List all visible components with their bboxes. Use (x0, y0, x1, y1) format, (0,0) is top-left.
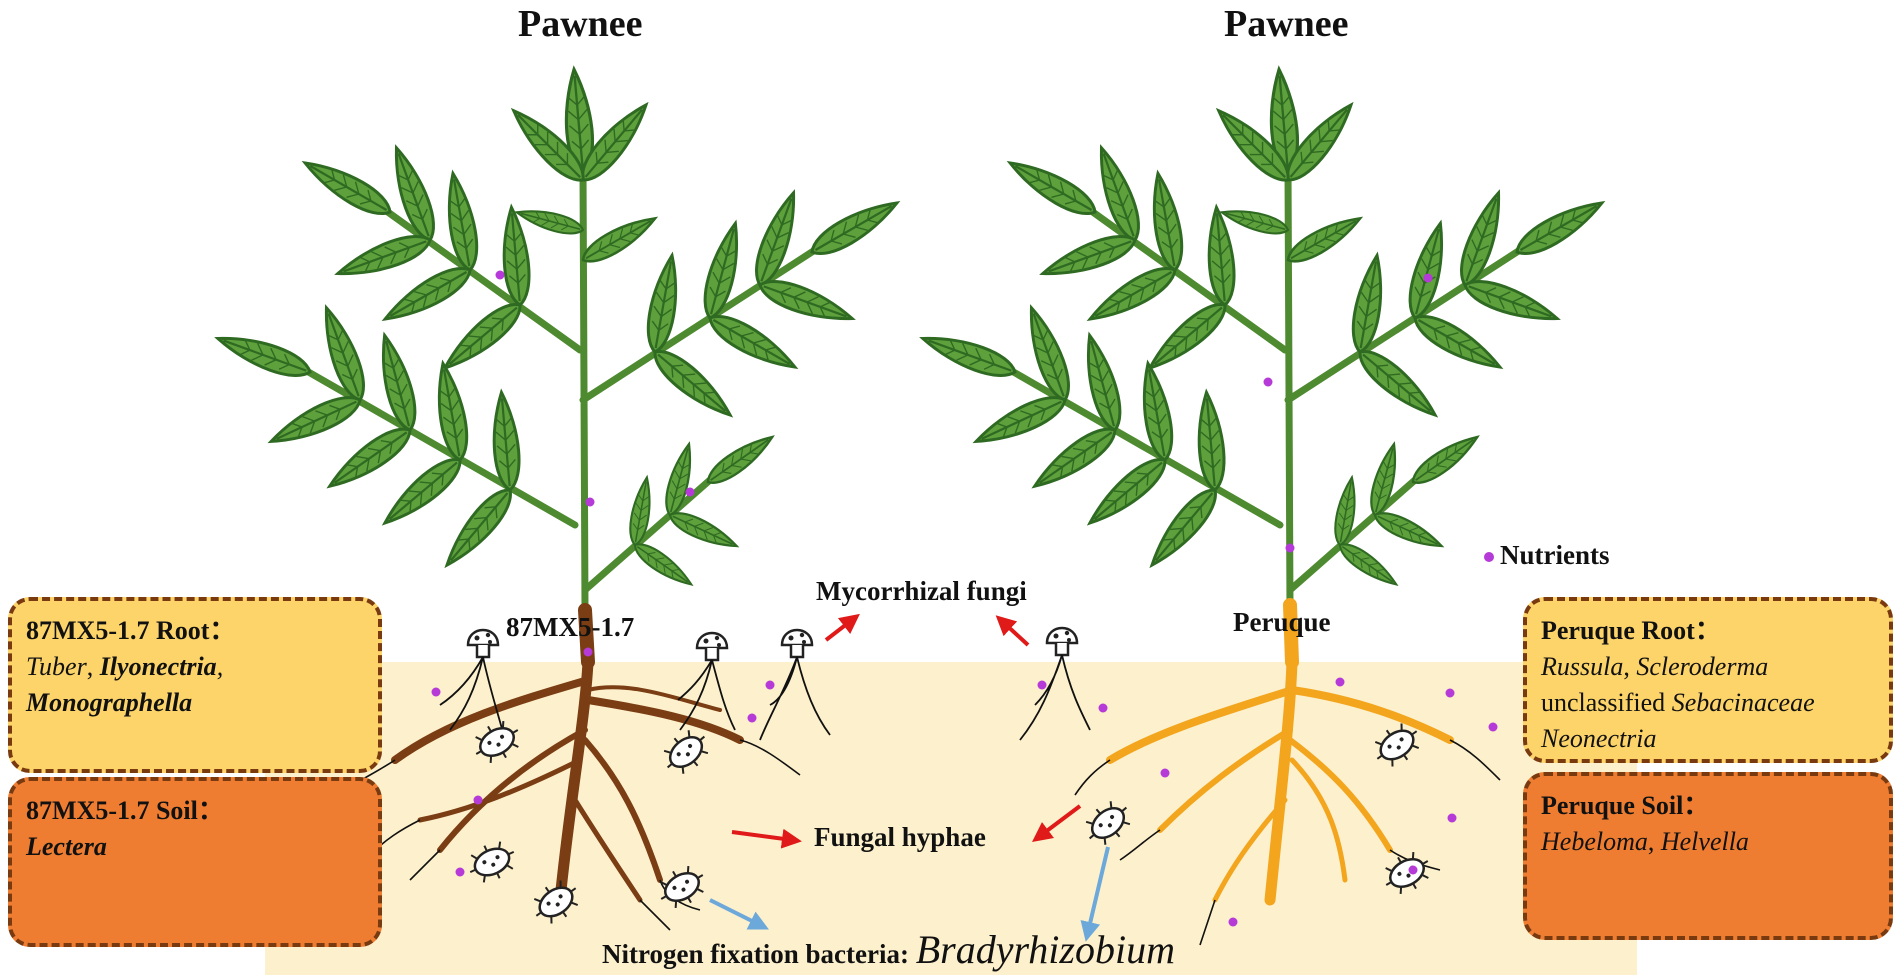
right-root-box-line2: unclassified Sebacinaceae (1541, 688, 1815, 717)
left-plant-title: Pawnee (518, 3, 643, 45)
arrow-to-mycorrhizal-right (995, 615, 1030, 647)
arrow-to-nitrogen-right (1080, 846, 1110, 942)
left-root-box-title: 87MX5-1.7 Root： (26, 616, 236, 645)
left-roots (391, 603, 744, 906)
right-soil-box-title: Peruque Soil： (1541, 791, 1710, 820)
nutrient-dots (431, 270, 1498, 927)
left-soil-box-title: 87MX5-1.7 Soil： (26, 796, 224, 825)
arrow-to-hyphae-right (1032, 804, 1082, 842)
fungal-hyphae-label: Fungal hyphae (814, 822, 986, 852)
mushroom-icon (759, 628, 831, 741)
blue-arrows (709, 846, 1110, 942)
fungi-group (439, 626, 1091, 741)
left-root-box: 87MX5-1.7 Root： Tuber, Ilyonectria, Mono… (8, 597, 382, 773)
right-soil-box: Peruque Soil： Hebeloma, Helvella (1523, 772, 1893, 940)
nutrients-legend-label: Nutrients (1500, 540, 1610, 570)
mushroom-icon (1019, 626, 1091, 741)
left-plant (212, 66, 905, 931)
left-soil-box-line1: Lectera (26, 832, 107, 861)
right-root-box-line3: Neonectria (1541, 724, 1657, 753)
left-cultivar-label: 87MX5-1.7 (506, 612, 635, 642)
right-root-box-title: Peruque Root： (1541, 616, 1721, 645)
right-cultivar-label: Peruque (1233, 607, 1331, 637)
soil-area (265, 662, 1637, 975)
right-plant (917, 66, 1610, 946)
mushroom-icon (677, 631, 736, 731)
arrow-to-hyphae-left (731, 828, 802, 849)
nitrogen-genus: Bradyrhizobium (915, 927, 1175, 972)
right-stem (1006, 166, 1524, 614)
nitrogen-fixation-label: Nitrogen fixation bacteria: Bradyrhizobi… (602, 926, 1175, 973)
right-plant-title: Pawnee (1224, 3, 1349, 45)
nutrient-legend-dot (1484, 552, 1494, 562)
left-stem (301, 166, 819, 614)
left-root-box-line1: Tuber, Ilyonectria, (26, 652, 224, 681)
right-root-hairs (1074, 739, 1501, 946)
right-soil-box-line1: Hebeloma, Helvella (1541, 827, 1749, 856)
right-root-box: Peruque Root： Russula, Scleroderma uncla… (1523, 597, 1893, 763)
mycorrhizal-fungi-label: Mycorrhizal fungi (816, 576, 1027, 606)
arrow-to-mycorrhizal-left (824, 613, 860, 642)
right-root-box-line1: Russula, Scleroderma (1541, 652, 1769, 681)
red-arrows (731, 613, 1082, 849)
left-root-box-line2: Monographella (26, 688, 193, 717)
arrow-to-nitrogen-left (709, 898, 769, 930)
nitrogen-prefix: Nitrogen fixation bacteria: (602, 939, 916, 969)
left-soil-box: 87MX5-1.7 Soil： Lectera (8, 777, 382, 947)
right-roots (1106, 598, 1454, 906)
